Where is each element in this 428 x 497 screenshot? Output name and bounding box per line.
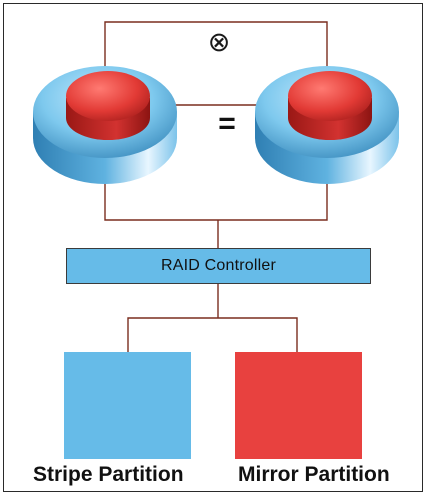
tensor-operator-icon: ⊗ — [208, 27, 231, 58]
raid-controller-label: RAID Controller — [160, 257, 277, 274]
mirror-partition-block — [235, 352, 362, 459]
diagram-border — [3, 3, 423, 492]
stripe-partition-label: Stripe Partition — [33, 463, 184, 486]
equals-sign: = — [218, 107, 236, 140]
stripe-partition-block — [64, 352, 191, 459]
disk-right — [255, 66, 399, 184]
raid-controller-box: RAID Controller — [66, 248, 371, 284]
disk-left — [33, 66, 177, 184]
mirror-partition-label: Mirror Partition — [238, 463, 390, 486]
